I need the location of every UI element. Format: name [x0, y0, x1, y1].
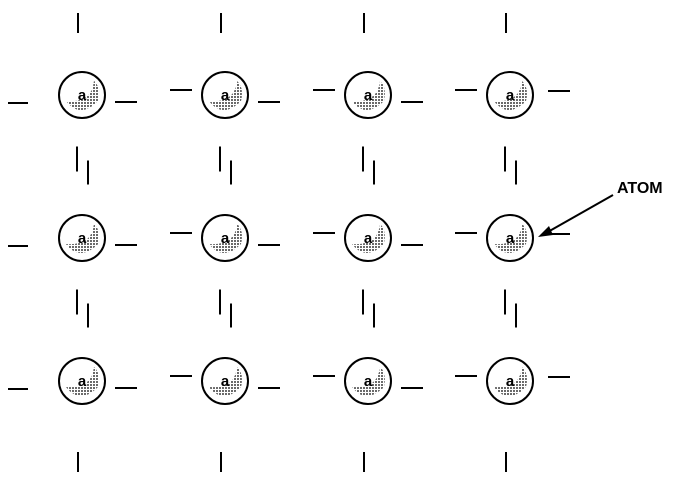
atom-outline [344, 357, 392, 405]
atom-letter: a [78, 87, 87, 104]
atom-shading [66, 367, 99, 396]
atom-outline [344, 71, 392, 119]
atom-letter: a [221, 373, 230, 390]
atom-letter: a [221, 230, 230, 247]
atom-shading [66, 224, 99, 253]
atom-letter: a [364, 87, 373, 104]
atom: a [58, 357, 106, 405]
callout-arrowhead [538, 226, 553, 237]
atom-letter: a [78, 373, 87, 390]
atom-shading [352, 367, 385, 396]
atom: a [201, 357, 249, 405]
atom-letter: a [78, 230, 87, 247]
atom-shading [66, 81, 99, 110]
atom: a [486, 357, 534, 405]
atom-shading [352, 224, 385, 253]
callout-arrow [545, 194, 614, 234]
atom-lattice: a a a a a a a a a a a a [8, 13, 570, 472]
atom-shading [209, 367, 242, 396]
atom: a [201, 71, 249, 119]
atom: a [344, 214, 392, 262]
atom-outline [58, 357, 106, 405]
atom-shading [494, 81, 527, 110]
atom-shading [494, 367, 527, 396]
atom-outline [344, 214, 392, 262]
atom-shading [494, 224, 527, 253]
atom-shading [209, 81, 242, 110]
atom-letter: a [506, 87, 515, 104]
atom-outline [201, 357, 249, 405]
atom-letter: a [364, 373, 373, 390]
atom-callout: ATOM [538, 180, 663, 237]
atom-shading [209, 224, 242, 253]
atom-letter: a [506, 230, 515, 247]
atom-shading [352, 81, 385, 110]
atom-letter: a [506, 373, 515, 390]
atom: a [58, 71, 106, 119]
atom-outline [201, 71, 249, 119]
atom-letter: a [364, 230, 373, 247]
atom: a [486, 71, 534, 119]
atom: a [344, 71, 392, 119]
atom-outline [486, 214, 534, 262]
atom: a [58, 214, 106, 262]
atom: a [201, 214, 249, 262]
atom-outline [486, 357, 534, 405]
atom-outline [201, 214, 249, 262]
atom-outline [486, 71, 534, 119]
atom: a [344, 357, 392, 405]
atom: a [486, 214, 534, 262]
atom-letter: a [221, 87, 230, 104]
atom-outline [58, 71, 106, 119]
atom-outline [58, 214, 106, 262]
atom-callout-label: ATOM [617, 180, 663, 197]
